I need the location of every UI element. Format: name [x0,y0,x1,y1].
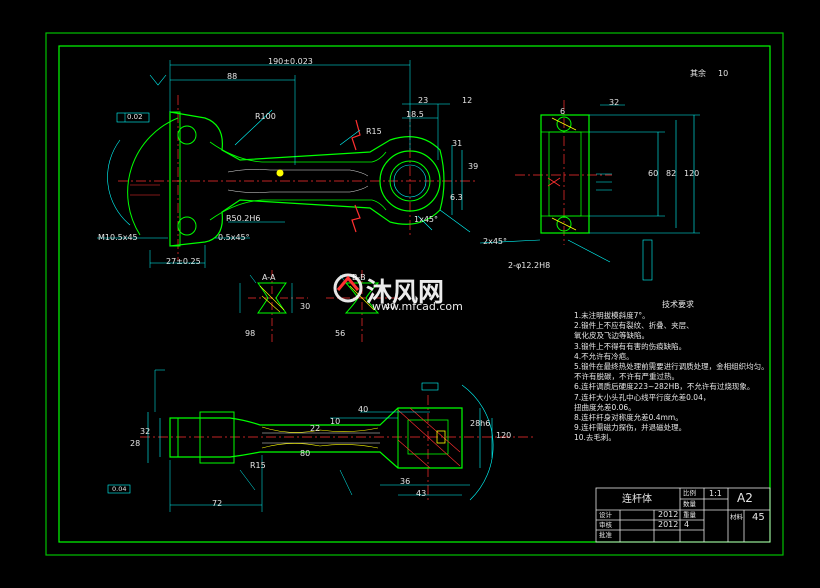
bottom-dim-28h: 28h6 [470,419,491,428]
side-dim-120: 120 [684,169,700,178]
bottom-dim-32: 32 [140,427,151,436]
title-block [595,487,771,543]
tb-sheet: A2 [737,491,753,505]
bottom-dim-43: 43 [416,489,427,498]
watermark-brand: 沐风网 [366,278,445,308]
note-item: 8.连杆杆身对称度允差0.4mm。 [574,413,683,422]
note-item: 3.锻件上不得有有害的伤痕缺陷。 [574,341,687,351]
note-item: 扭曲度允差0.06。 [574,402,636,412]
section-dim-98: 98 [245,329,256,338]
dim-tol: 0.5x45° [218,233,250,242]
dim-6-3: 6.3 [450,193,463,202]
side-dim-60: 60 [648,169,659,178]
section-dim-40: 40 [385,302,396,311]
section-a-label: A-A [262,273,276,282]
side-view [479,100,700,281]
note-item: 1.未注明拔模斜度7°。 [574,311,650,320]
note-item: 6.连杆调质后硬度223~282HB，不允许有过烧现象。 [574,382,755,392]
watermark-url: www.mfcad.com [372,300,463,313]
roughness-note: 其余 [690,69,706,78]
note-item: 2.锻件上不应有裂纹、折叠、夹层、 [574,321,694,331]
top-view [97,60,478,268]
tb-approve-label: 批准 [599,531,612,539]
notes-title: 技术要求 [662,300,694,309]
dim-bolt: M10.5x45 [98,233,138,242]
bottom-dim-72: 72 [212,499,223,508]
side-dim-6: 6 [560,107,566,116]
note-item: 4.不允许有冷疤。 [574,351,634,361]
roughness-value: 10 [718,69,729,78]
tb-mat-label: 材料 [730,513,743,521]
dim-31: 31 [452,139,463,148]
tb-qty-label: 数量 [683,500,696,508]
dim-r15: R15 [366,127,382,136]
side-dim-82: 82 [666,169,677,178]
note-item: 7.连杆大小头孔中心线平行度允差0.04， [574,392,711,402]
note-item: 9.连杆需磁力探伤，并退磁处理。 [574,423,687,433]
tb-check-label: 审核 [599,521,612,529]
bottom-view [107,369,535,512]
bottom-dim-36: 36 [400,477,411,486]
side-dim-32: 32 [609,98,620,107]
ra-box: 0.02 [127,113,143,121]
tb-weight-label: 重量 [683,511,696,519]
tb-material: 45 [752,512,765,523]
bottom-dim-28: 28 [130,439,141,448]
bottom-dim-22: 22 [310,424,321,433]
outer-frame [45,32,784,556]
tb-month: 4 [684,520,690,529]
tb-year2: 2012 [658,520,679,529]
dim-angle: 1x45° [414,215,439,224]
inner-frame [58,45,771,543]
bottom-dim-80: 80 [300,449,311,458]
section-dim-56: 56 [335,329,346,338]
note-item: 5.锻件在最终热处理前需要进行调质处理，金相组织均匀。 [574,362,769,371]
tb-year1: 2012 [658,510,679,519]
bottom-dim-10: 10 [330,417,341,426]
dim-12: 12 [462,96,473,105]
note-item: 10.去毛刺。 [574,433,616,443]
section-dim-30: 30 [300,302,311,311]
dim-88: 88 [227,72,238,81]
side-chamfer: 2x45° [483,237,508,246]
tb-scale: 1:1 [709,489,722,498]
tb-design-label: 设计 [599,511,612,519]
tb-scale-label: 比例 [683,489,696,497]
dim-39: 39 [468,162,479,171]
tb-part-name: 连杆体 [622,494,652,505]
dim-overall: 190±0.023 [268,57,313,66]
bottom-dim-120: 120 [496,431,512,440]
note-item: 氧化皮及飞边等缺陷。 [574,331,649,341]
dim-r100: R100 [255,112,276,121]
bottom-dim-r15: R15 [250,461,266,470]
bottom-dim-40: 40 [358,405,369,414]
side-bottom-note: 2-φ12.2H8 [508,261,551,270]
note-item: 不许有脱碳，不许有严重过热。 [574,372,679,382]
dim-27: 27±0.25 [166,257,201,266]
dim-18-5: 18.5 [406,110,424,119]
dim-23: 23 [418,96,429,105]
section-b-label: B-B [352,273,366,282]
bottom-tol-box: 0.04 [112,485,127,493]
dim-slot: R50.2H6 [226,214,261,223]
